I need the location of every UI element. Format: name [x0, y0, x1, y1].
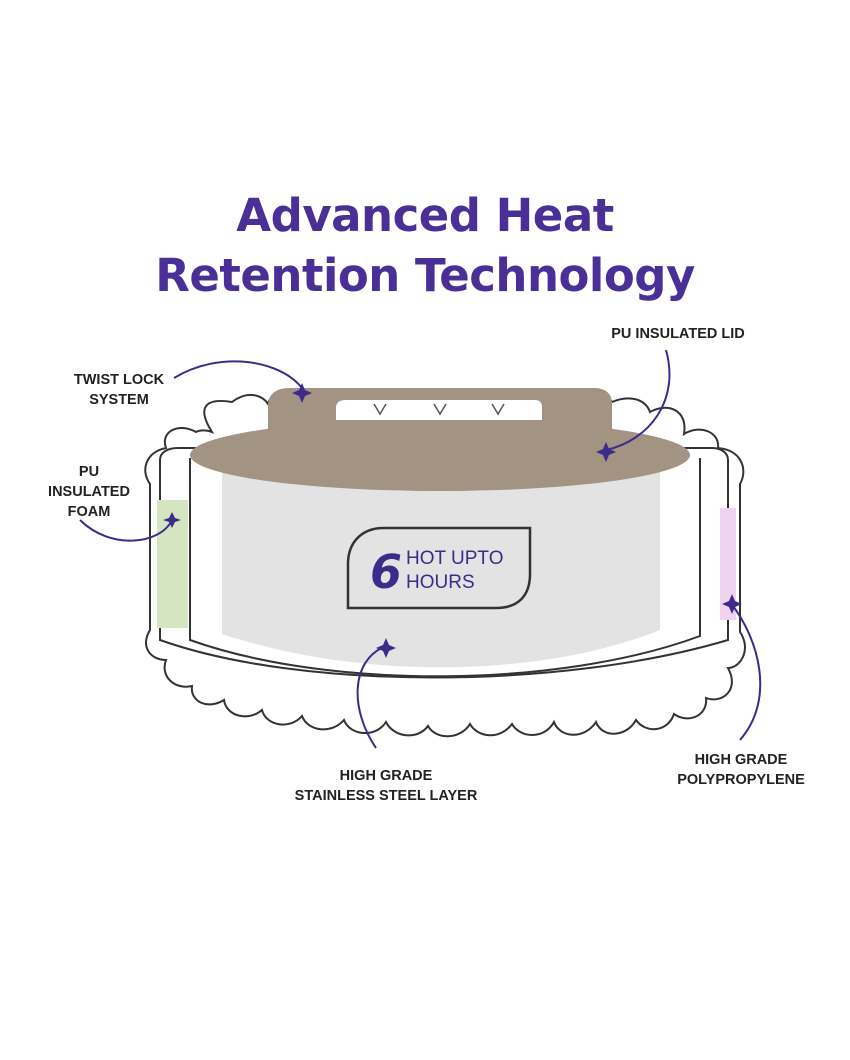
badge-line-2: HOURS [406, 572, 475, 593]
label-pu-insulated-lid: PU INSULATED LID [598, 324, 758, 344]
marker-twist-lock [292, 383, 312, 403]
label-twist-lock-line-1: TWIST LOCK [73, 372, 165, 388]
badge-line-1: HOT UPTO [406, 548, 503, 569]
badge-number: 6 [370, 545, 402, 599]
label-pu-lid-text: PU INSULATED LID [611, 326, 745, 342]
label-twist-lock: TWIST LOCK SYSTEM [58, 370, 180, 410]
callout-pu-foam [79, 519, 173, 542]
lid-vent-marks [373, 403, 505, 416]
callout-twist-lock [173, 360, 303, 389]
outer-scalloped-shell [144, 389, 746, 738]
label-steel-line-2: STAINLESS STEEL LAYER [294, 788, 478, 804]
label-polypropylene-line-1: HIGH GRADE [694, 752, 788, 768]
polypropylene-layer [720, 508, 736, 620]
marker-pu-foam [163, 512, 181, 528]
label-steel-line-1: HIGH GRADE [339, 768, 433, 784]
hot-badge: 6 HOT UPTO HOURS [346, 526, 532, 610]
title-line-2: Retention Technology [155, 249, 695, 302]
callout-steel [356, 645, 387, 749]
marker-polypropylene [722, 594, 742, 614]
callout-lines [79, 349, 762, 749]
pu-insulated-lid [190, 388, 690, 491]
marker-pu-lid [596, 442, 616, 462]
polypropylene-shell-outline [159, 447, 729, 679]
label-pu-foam-line-1: PU [78, 464, 100, 480]
label-pu-foam-line-2: INSULATED [48, 484, 130, 500]
callout-pu-lid [605, 349, 671, 451]
label-pu-foam-line-3: FOAM [67, 504, 111, 520]
label-pu-insulated-foam: PU INSULATED FOAM [34, 462, 144, 522]
marker-steel [376, 638, 396, 658]
label-polypropylene: HIGH GRADE POLYPROPYLENE [664, 750, 818, 790]
stainless-steel-layer [222, 470, 660, 668]
callout-polypropylene [729, 601, 762, 741]
title-line-1: Advanced Heat [236, 189, 614, 242]
callout-markers [163, 383, 742, 658]
inner-body-outline [189, 458, 701, 678]
label-twist-lock-line-2: SYSTEM [89, 392, 149, 408]
label-polypropylene-line-2: POLYPROPYLENE [677, 772, 805, 788]
label-stainless-steel-layer: HIGH GRADE STAINLESS STEEL LAYER [280, 766, 492, 806]
